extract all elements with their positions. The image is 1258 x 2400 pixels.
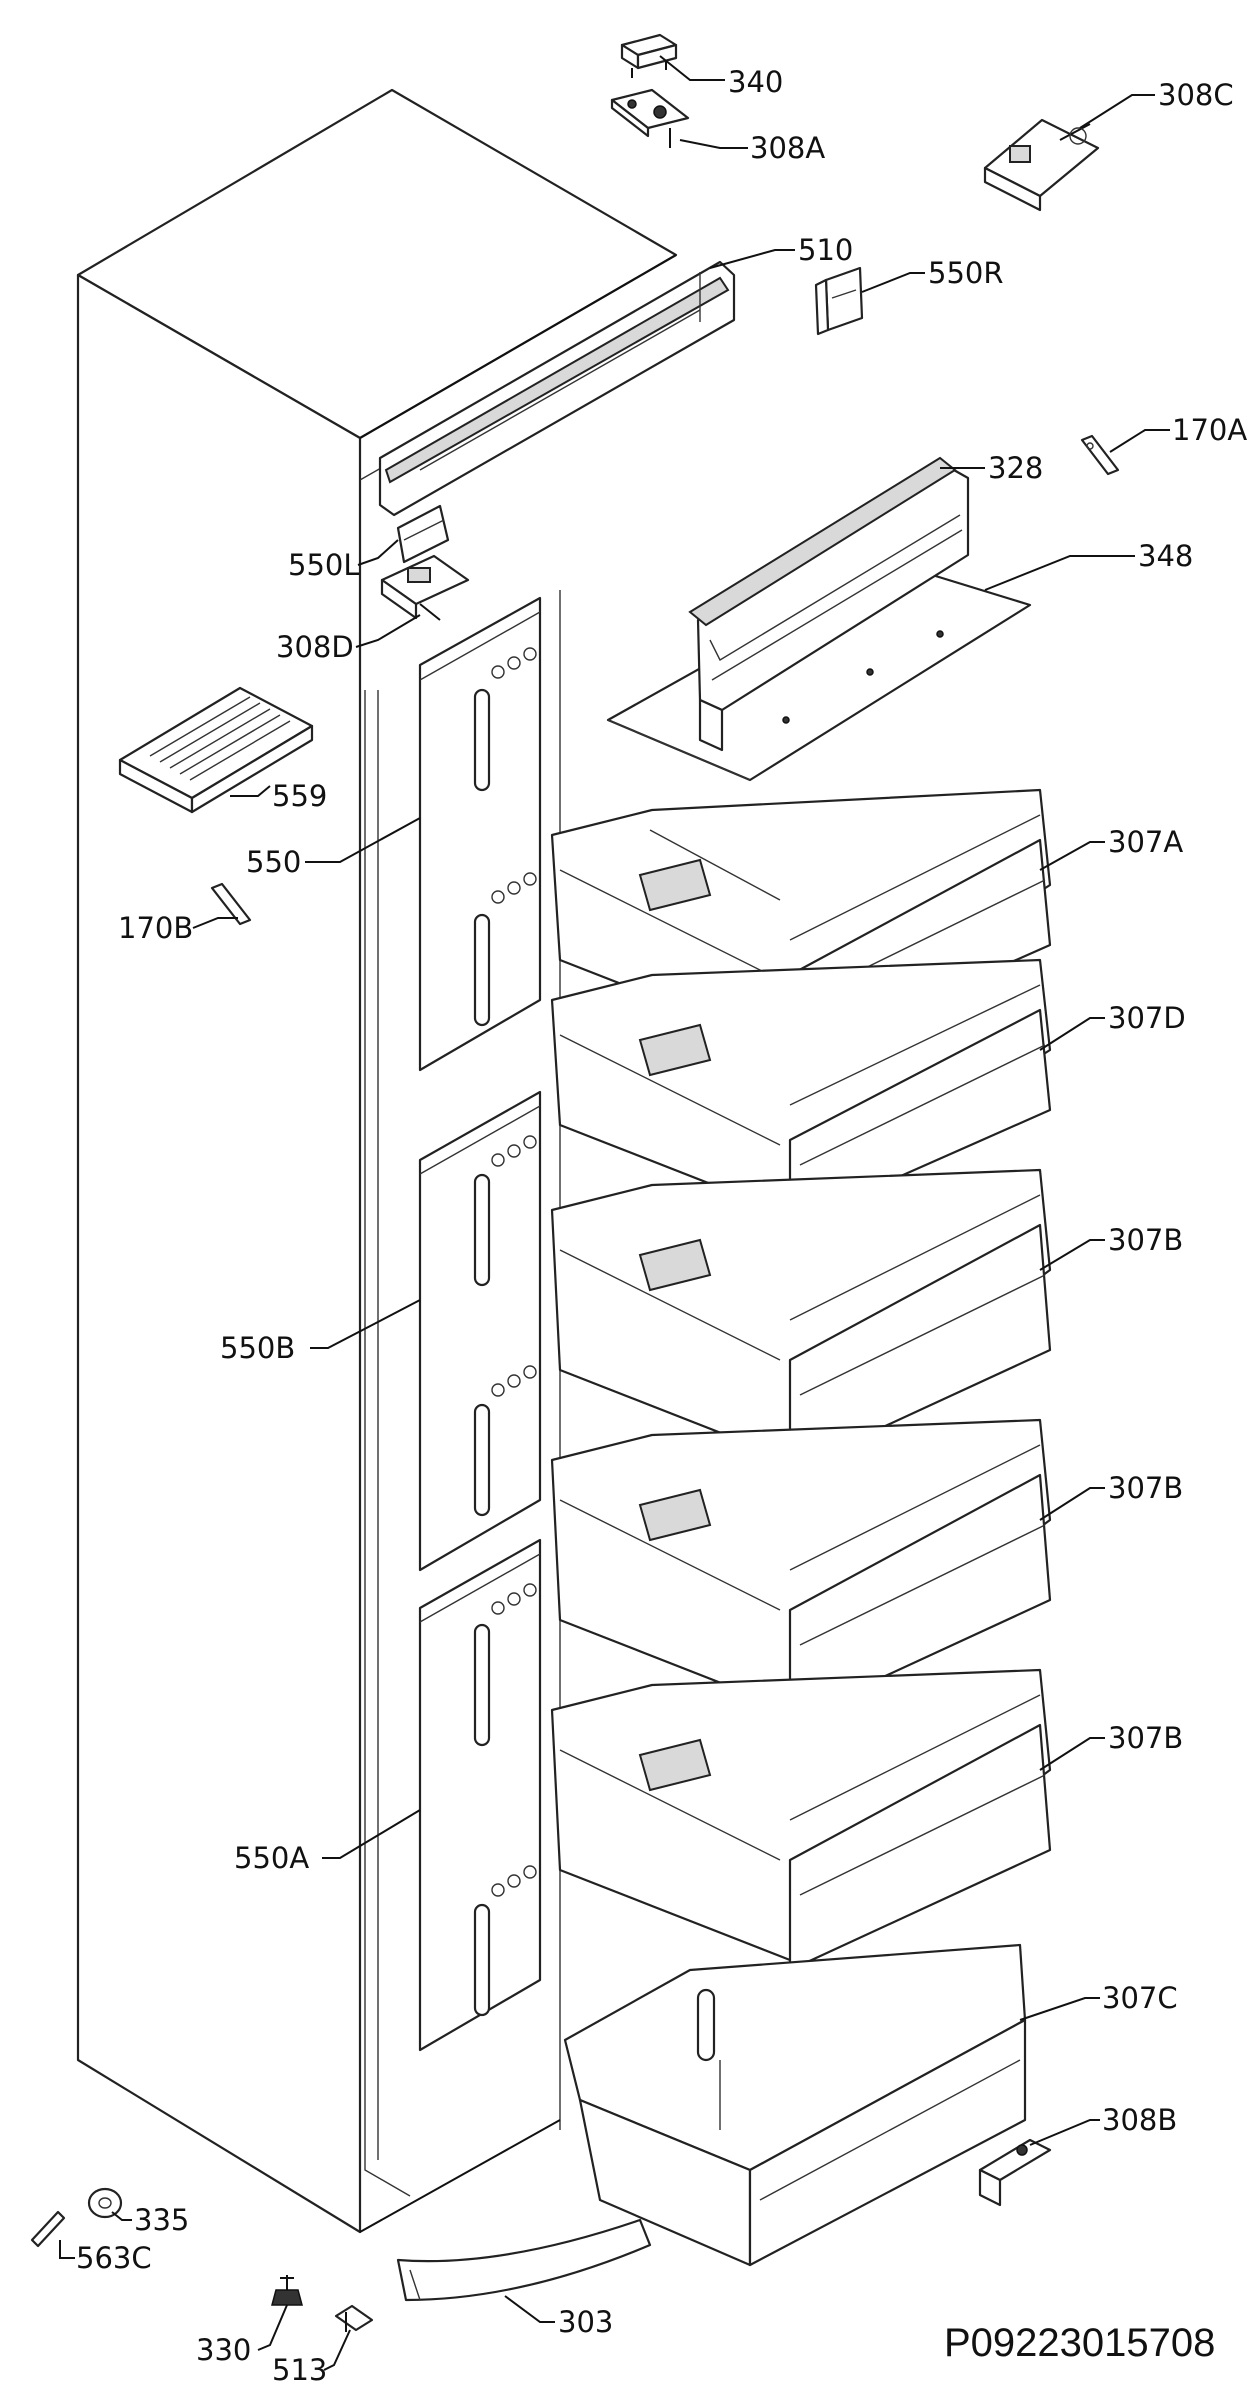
foot-335 [87, 2187, 123, 2219]
label-308C: 308C [1158, 78, 1234, 112]
label-307A: 307A [1108, 825, 1183, 859]
cabinet [76, 88, 678, 2234]
label-550A: 550A [234, 1841, 309, 1875]
hinge-308D [380, 554, 470, 621]
label-328: 328 [988, 451, 1043, 485]
label-170A: 170A [1172, 413, 1247, 447]
label-303: 303 [558, 2305, 613, 2339]
label-335: 335 [134, 2203, 189, 2237]
shelf-support-550B [418, 1090, 542, 1572]
label-340: 340 [728, 65, 783, 99]
label-307D: 307D [1108, 1001, 1186, 1035]
pin-563C [30, 2210, 66, 2248]
label-307C: 307C [1102, 1981, 1178, 2015]
hinge-308B [978, 2138, 1052, 2207]
label-563C: 563C [76, 2241, 152, 2275]
shelf-support-550A [418, 1538, 542, 2052]
drawing-code: P09223015708 [944, 2321, 1215, 2365]
label-330: 330 [196, 2333, 251, 2367]
label-348: 348 [1138, 539, 1193, 573]
drawer-307B-2 [550, 1418, 1052, 1722]
leader-lines [59, 55, 1170, 2371]
kickplate-303 [396, 2218, 652, 2302]
part-550R [814, 266, 864, 336]
label-550B: 550B [220, 1331, 295, 1365]
label-308D: 308D [276, 630, 354, 664]
drawer-307B-3 [550, 1668, 1052, 1972]
part-550L [396, 504, 450, 564]
ice-tray-559 [118, 686, 314, 814]
label-307B-2: 307B [1108, 1471, 1183, 1505]
label-170B: 170B [118, 911, 193, 945]
label-550L: 550L [288, 548, 360, 582]
label-308B: 308B [1102, 2103, 1177, 2137]
label-559: 559 [272, 779, 327, 813]
part-308A [610, 88, 690, 148]
hinge-308C [983, 118, 1100, 212]
part-340 [620, 33, 678, 78]
part-170B [210, 882, 252, 926]
bracket-513 [334, 2304, 374, 2332]
label-307B-3: 307B [1108, 1721, 1183, 1755]
label-307B-1: 307B [1108, 1223, 1183, 1257]
label-550: 550 [246, 845, 301, 879]
drawer-307C [563, 1943, 1027, 2267]
label-510: 510 [798, 233, 853, 267]
label-513: 513 [272, 2353, 327, 2387]
drawer-307B-1 [550, 1168, 1052, 1472]
foot-330 [271, 2275, 303, 2306]
part-170A [1080, 434, 1120, 476]
label-550R: 550R [928, 256, 1004, 290]
part-labels: 340 308A 308C 510 550R 170A 328 348 550L… [76, 65, 1247, 2387]
label-308A: 308A [750, 131, 825, 165]
flap-328 [688, 456, 970, 752]
top-cover-510 [378, 260, 736, 517]
shelf-support-550 [418, 596, 542, 1072]
